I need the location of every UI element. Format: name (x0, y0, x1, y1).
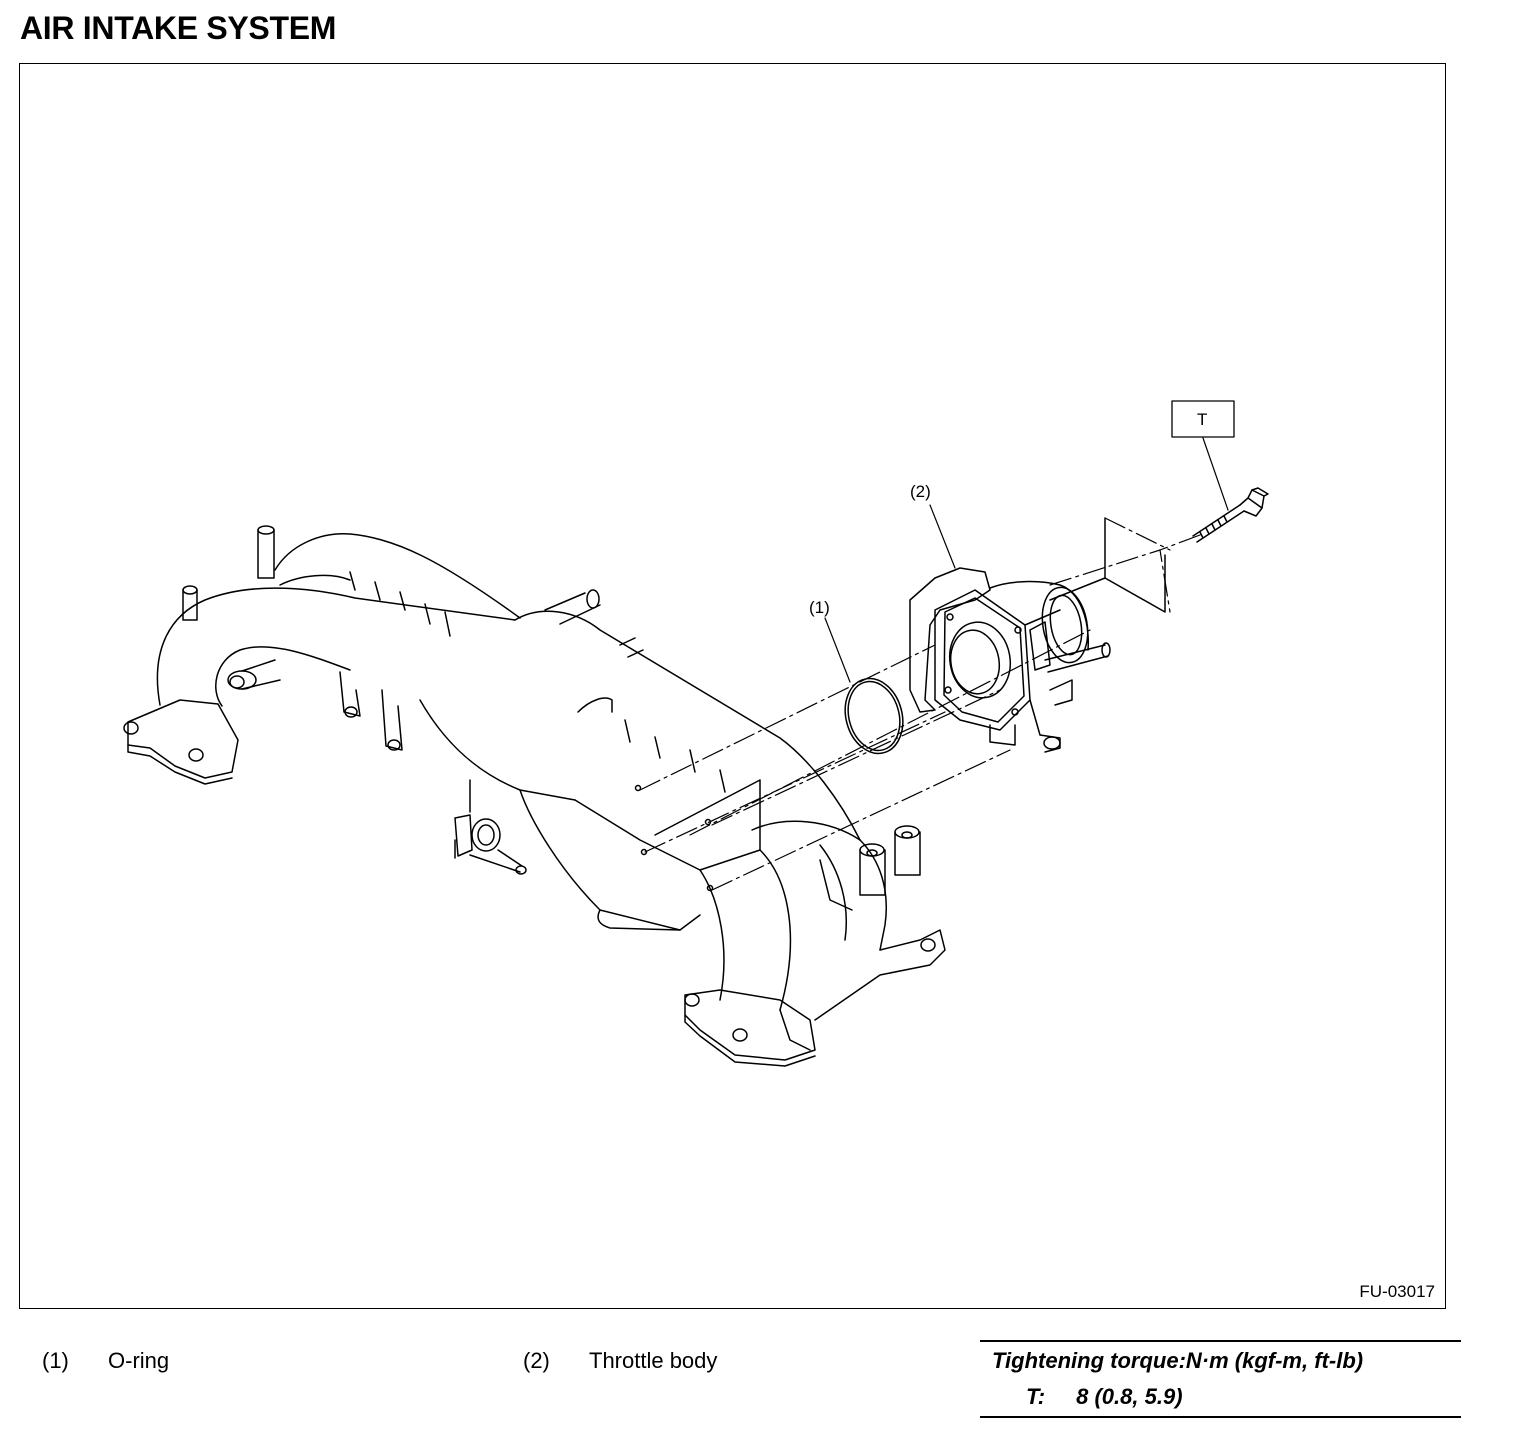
torque-table: Tightening torque:N·m (kgf-m, ft-lb) T: … (980, 1340, 1461, 1418)
callout-oring: (1) (809, 598, 830, 617)
figure-id: FU-03017 (1359, 1282, 1435, 1301)
bolt-guide-box (1049, 517, 1166, 613)
intake-manifold (123, 525, 946, 1067)
callout-throttle-body: (2) (910, 482, 931, 501)
legend-label: Throttle body (589, 1348, 718, 1373)
torque-value: 8 (0.8, 5.9) (1076, 1384, 1183, 1409)
torque-callout-box (1171, 400, 1235, 438)
diagram-frame: FU-03017 (19, 63, 1446, 1309)
torque-heading: Tightening torque:N·m (kgf-m, ft-lb) (992, 1348, 1364, 1373)
callout-torque-t: T (1197, 410, 1207, 429)
legend-num: (2) (523, 1348, 550, 1373)
callout-leaders (824, 437, 1229, 683)
throttle-bolt (1192, 487, 1269, 543)
torque-key: T: (1026, 1384, 1046, 1409)
alignment-lines (639, 517, 1201, 891)
o-ring (844, 677, 904, 755)
throttle-body (909, 567, 1111, 753)
page-title: AIR INTAKE SYSTEM (20, 10, 337, 46)
legend-num: (1) (42, 1348, 69, 1373)
legend-label: O-ring (108, 1348, 170, 1373)
torque-row: T: 8 (0.8, 5.9) (1026, 1384, 1183, 1410)
